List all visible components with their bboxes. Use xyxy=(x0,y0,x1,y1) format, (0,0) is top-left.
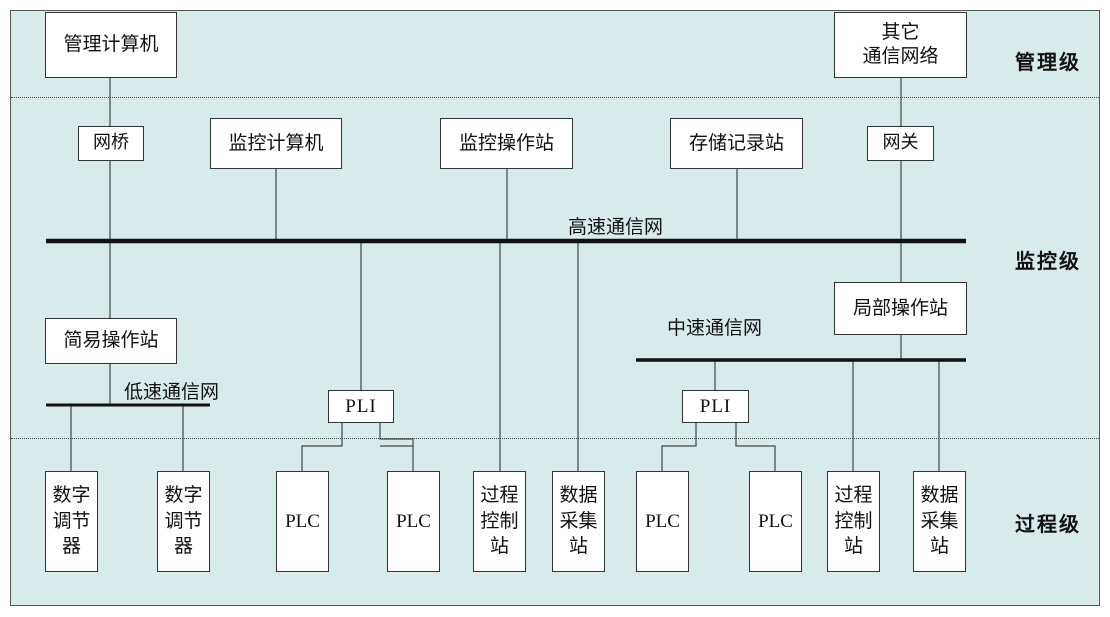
pli-left-box[interactable]: PLI xyxy=(328,390,394,423)
high-speed-network-label: 高速通信网 xyxy=(568,216,664,238)
data-acquisition-2-box[interactable]: 数据 采集 站 xyxy=(913,471,966,572)
digital-regulator-1-box[interactable]: 数字 调节 器 xyxy=(45,471,98,572)
level-process-label: 过程级 xyxy=(1015,512,1081,536)
simple-station-box[interactable]: 简易操作站 xyxy=(45,318,177,364)
link-pli-right-plc3 xyxy=(661,423,697,471)
supervisory-station-box[interactable]: 监控操作站 xyxy=(440,118,573,169)
link-pli-left-plc2 xyxy=(379,423,414,471)
process-control-2-box[interactable]: 过程 控制 站 xyxy=(827,471,880,572)
process-control-1-box[interactable]: 过程 控制 站 xyxy=(473,471,526,572)
plc-3-box[interactable]: PLC xyxy=(636,471,689,572)
other-network-box[interactable]: 其它 通信网络 xyxy=(834,12,967,78)
gateway-box[interactable]: 网关 xyxy=(867,126,934,161)
link-pli-right-plc4 xyxy=(735,423,776,471)
plc-2-box[interactable]: PLC xyxy=(387,471,440,572)
process-level-divider xyxy=(11,438,1099,439)
local-station-box[interactable]: 局部操作站 xyxy=(834,282,967,335)
management-computer-box[interactable]: 管理计算机 xyxy=(45,12,177,78)
mid-speed-network-label: 中速通信网 xyxy=(667,317,763,339)
level-management-label: 管理级 xyxy=(1015,50,1081,74)
plc-1-box[interactable]: PLC xyxy=(276,471,329,572)
level-monitoring-label: 监控级 xyxy=(1015,249,1081,273)
management-level-divider xyxy=(11,97,1099,98)
bridge-box[interactable]: 网桥 xyxy=(78,126,144,161)
pli-right-box[interactable]: PLI xyxy=(682,390,749,423)
data-acquisition-1-box[interactable]: 数据 采集 站 xyxy=(552,471,605,572)
storage-station-box[interactable]: 存储记录站 xyxy=(670,118,803,169)
plc-4-box[interactable]: PLC xyxy=(749,471,802,572)
link-pli-left-plc1 xyxy=(301,423,343,471)
low-speed-network-label: 低速通信网 xyxy=(124,381,220,403)
supervisory-computer-box[interactable]: 监控计算机 xyxy=(210,118,342,169)
digital-regulator-2-box[interactable]: 数字 调节 器 xyxy=(157,471,210,572)
